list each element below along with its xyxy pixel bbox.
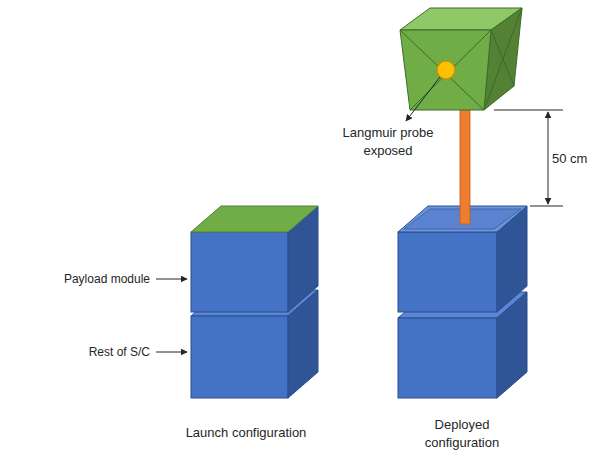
pointer-arrow bbox=[156, 352, 187, 353]
deployable-boom bbox=[460, 108, 470, 224]
payload-module-box bbox=[191, 206, 318, 312]
caption-label: Deployed configuration bbox=[407, 416, 517, 451]
pointer-arrow bbox=[156, 279, 187, 280]
langmuir-probe bbox=[437, 61, 455, 79]
callout-label: Langmuir probe exposed bbox=[333, 124, 443, 159]
part-label: Rest of S/C bbox=[89, 344, 150, 360]
dimension-label: 50 cm bbox=[552, 150, 596, 168]
caption-label: Launch configuration bbox=[146, 424, 346, 442]
leader-line bbox=[406, 77, 440, 121]
deployed-payload-cube bbox=[400, 8, 522, 110]
part-label: Payload module bbox=[64, 271, 150, 287]
